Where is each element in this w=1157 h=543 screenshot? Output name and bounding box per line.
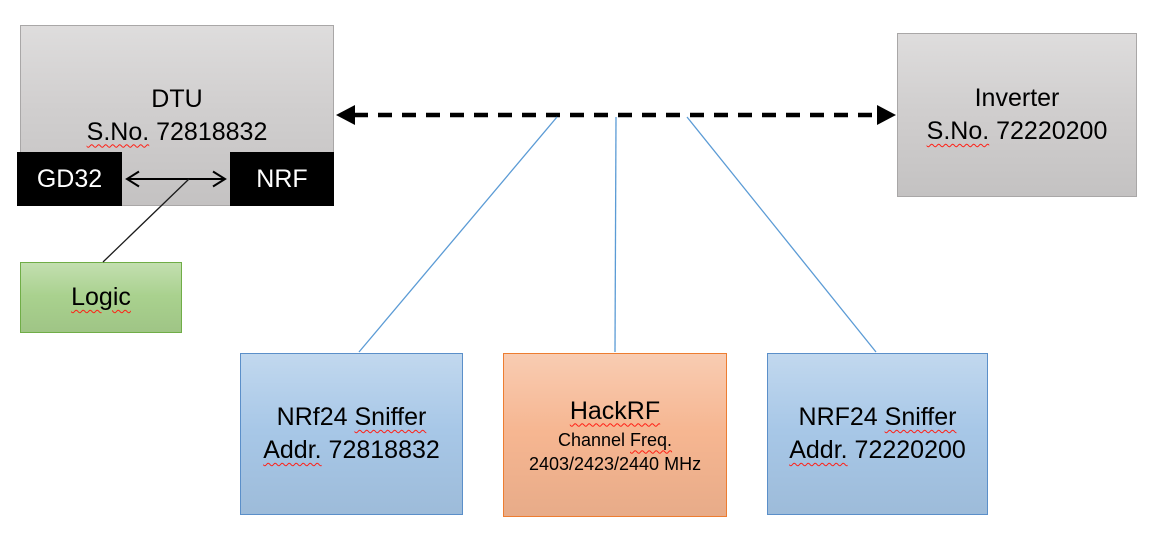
sniffer-right-brand: NRF24 (798, 403, 878, 431)
sniffer-right-title: NRF24 Sniffer (799, 401, 957, 434)
dashed-link-arrowhead-right-icon (877, 105, 896, 125)
inverter-serial-label: S.No. (926, 117, 990, 145)
hackrf-node: HackRF Channel Freq. 2403/2423/2440 MHz (503, 353, 727, 517)
logic-node: Logic (20, 262, 182, 333)
nrf-label: NRF (256, 164, 308, 193)
sniffer-right-addr: Addr. 72220200 (789, 434, 966, 467)
sniffer-right-device: Sniffer (884, 403, 957, 431)
dtu-title: DTU (151, 84, 203, 113)
hackrf-title: HackRF (570, 395, 660, 428)
dtu-serial: S.No. 72818832 (87, 116, 268, 149)
sniffer-left-brand: NRf24 (276, 403, 348, 431)
sniffer-right-addr-number: 72220200 (854, 436, 966, 464)
hackrf-freq-label: Channel Freq. (558, 428, 672, 452)
sniffer-left-addr: Addr. 72818832 (263, 434, 440, 467)
inverter-node: Inverter S.No. 72220200 (897, 33, 1137, 197)
inverter-title: Inverter (974, 84, 1060, 112)
nrf-chip: NRF (230, 152, 334, 206)
hackrf-link (614, 116, 617, 353)
hackrf-freq-values: 2403/2423/2440 MHz (528, 453, 702, 474)
hackrf-freq-word1: Channel (557, 429, 626, 450)
sniffer-left-link (358, 116, 558, 353)
sniffer-right-link (686, 116, 877, 353)
sniffer-left-device: Sniffer (354, 403, 427, 431)
dtu-serial-number: 72818832 (156, 117, 268, 146)
gd32-chip: GD32 (17, 152, 122, 206)
sniffer-left-title: NRf24 Sniffer (277, 401, 427, 434)
gd32-label: GD32 (36, 164, 103, 193)
sniffer-right-node: NRF24 Sniffer Addr. 72220200 (767, 353, 988, 515)
sniffer-right-addr-label: Addr. (789, 436, 848, 464)
dtu-serial-label: S.No. (86, 117, 150, 146)
sniffer-left-node: NRf24 Sniffer Addr. 72818832 (240, 353, 463, 515)
inverter-serial-number: 72220200 (996, 117, 1108, 145)
hackrf-title-text: HackRF (569, 396, 661, 425)
dtu-node: DTU S.No. 72818832 (20, 25, 334, 206)
dashed-link-arrowhead-left-icon (336, 105, 355, 125)
inverter-serial: S.No. 72220200 (927, 115, 1108, 148)
sniffer-left-addr-label: Addr. (263, 436, 322, 464)
hackrf-freq-word2: Freq. (630, 429, 673, 450)
logic-label: Logic (71, 283, 131, 311)
sniffer-left-addr-number: 72818832 (328, 436, 440, 464)
